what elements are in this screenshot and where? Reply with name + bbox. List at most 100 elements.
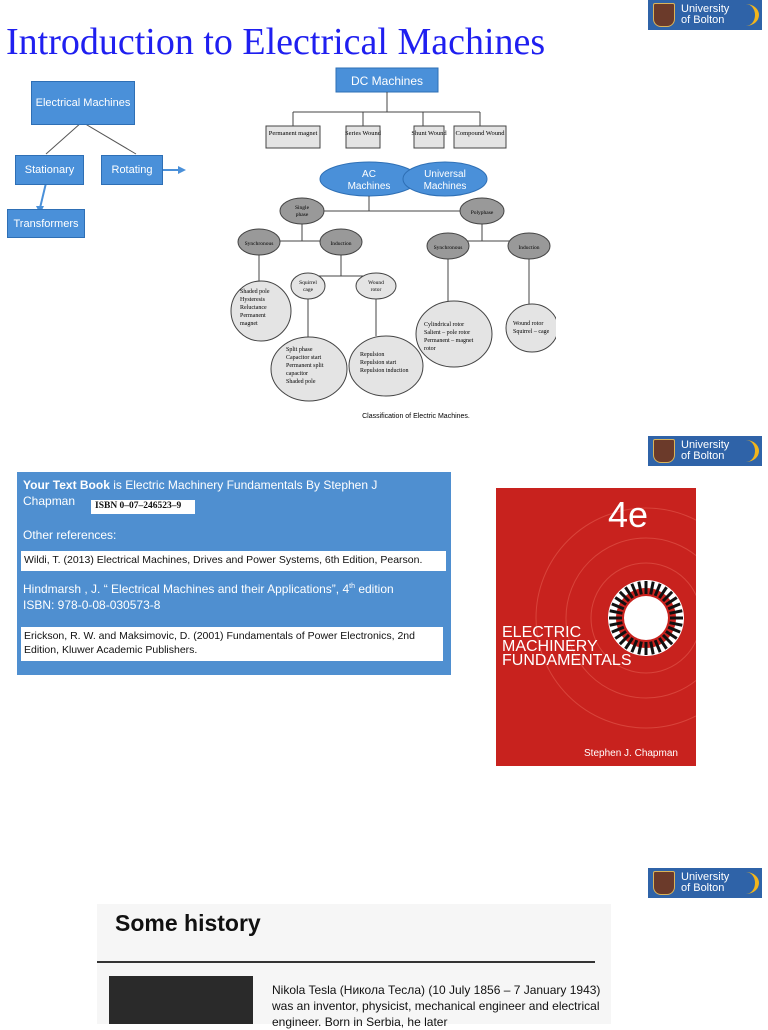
squirrel-item: Capacitor start xyxy=(286,355,321,361)
sync-item: Shaded pole xyxy=(240,289,270,295)
book-title-line3: FUNDAMENTALS xyxy=(502,652,632,669)
poly-ind-item: Squirrel – cage xyxy=(513,329,550,335)
rotor-slot xyxy=(630,583,639,597)
dc-type-series: Series Wound xyxy=(345,130,382,137)
reference-1: Wildi, T. (2013) Electrical Machines, Dr… xyxy=(21,551,446,571)
book-title: ELECTRIC MACHINERY FUNDAMENTALS xyxy=(502,625,632,669)
rotating-box: Rotating xyxy=(101,155,163,185)
reference-3: Erickson, R. W. and Maksimovic, D. (2001… xyxy=(21,627,443,661)
reference-2-isbn: ISBN: 978-0-08-030573-8 xyxy=(23,598,161,612)
repulsion-ellipse xyxy=(348,335,424,397)
rotor-slot xyxy=(609,609,623,615)
textbook-line: Your Text Book is Electric Machinery Fun… xyxy=(23,477,413,509)
transformers-label: Transformers xyxy=(13,217,79,230)
squirrel-item: capacitor xyxy=(286,371,308,377)
diagram-caption: Classification of Electric Machines. xyxy=(362,413,470,420)
dc-type-box xyxy=(453,125,507,149)
title-divider xyxy=(97,961,595,963)
book-cover: 4e ELECTRIC MACHINERY FUNDAMENTALS Steph… xyxy=(496,488,696,766)
wound-label: Wound xyxy=(368,280,384,286)
sync-item: Permanent xyxy=(240,313,266,319)
sync-item: magnet xyxy=(240,321,258,327)
repulsion-item: Repulsion xyxy=(360,352,384,358)
rotor-slot xyxy=(649,641,655,655)
poly-sync-item: Salient – pole rotor xyxy=(424,330,470,336)
single-phase-label-2: phase xyxy=(296,212,309,218)
references-box: Your Text Book is Electric Machinery Fun… xyxy=(17,472,451,675)
swoosh-icon xyxy=(733,872,759,894)
history-text: Nikola Tesla (Никола Тесла) (10 July 185… xyxy=(272,983,601,1029)
rotor-slot xyxy=(624,637,634,650)
book-author: Stephen J. Chapman xyxy=(584,748,678,759)
book-title-line2: MACHINERY xyxy=(502,638,598,655)
dc-box xyxy=(335,67,439,93)
rotor-slot xyxy=(624,586,634,599)
squirrel-ellipse xyxy=(290,272,326,300)
book-cover-art xyxy=(535,507,696,729)
sync-item: Hysteresis xyxy=(240,297,266,303)
transformers-box: Transformers xyxy=(7,209,85,238)
induction-label: Induction xyxy=(330,241,351,247)
poly-sync-list-ellipse xyxy=(415,300,493,368)
squirrel-label-2: cage xyxy=(303,287,314,293)
swoosh-icon xyxy=(733,4,759,26)
crest-icon xyxy=(653,439,675,463)
rotor-slot xyxy=(630,639,639,653)
rotor-slot xyxy=(669,621,683,627)
wound-label-2: rotor xyxy=(371,287,382,293)
poly-sync-item: Cylindrical rotor xyxy=(424,322,464,328)
electrical-machines-label: Electrical Machines xyxy=(35,97,131,109)
poly-ind-item: Wound rotor xyxy=(513,321,543,327)
sync-list-ellipse xyxy=(230,280,292,342)
crest-icon xyxy=(653,3,675,27)
rotor-slot xyxy=(611,602,625,611)
squirrel-label: Squirrel xyxy=(299,280,317,286)
history-slide: Some history Nikola Tesla (Никола Тесла)… xyxy=(97,904,611,1029)
poly-sync-item: Permanent – magnet xyxy=(424,338,474,344)
logo-line1: University xyxy=(681,439,730,451)
reference-2-edition: edition xyxy=(354,582,394,596)
poly-ind-list-ellipse xyxy=(505,303,556,353)
other-refs-label: Other references: xyxy=(23,528,117,542)
logo-line2: of Bolton xyxy=(681,450,725,462)
rotor-slot xyxy=(614,596,627,606)
squirrel-item: Shaded pole xyxy=(286,379,316,385)
rotor-slot xyxy=(667,625,681,634)
single-phase-ellipse xyxy=(279,197,325,225)
classification-diagram: DC Machines Permanent magnet Series Woun… xyxy=(230,67,556,420)
ac-label-2: Machines xyxy=(348,181,391,192)
poly-induction-label: Induction xyxy=(518,245,539,251)
rotor-slot xyxy=(609,621,623,627)
rotor-slot xyxy=(658,637,668,650)
rotor-slot xyxy=(667,602,681,611)
sync-item: Reluctance xyxy=(240,305,267,311)
repulsion-item: Repulsion induction xyxy=(360,368,409,374)
tesla-photo xyxy=(109,976,253,1024)
squirrel-item: Split phase xyxy=(286,347,313,353)
universal-ellipse xyxy=(402,161,488,197)
sync-label: Synchronous xyxy=(245,241,274,247)
squirrel-list-ellipse xyxy=(270,336,348,402)
rotor-slot xyxy=(653,639,662,653)
reference-2-sup: th xyxy=(349,583,355,590)
polyphase-label: Polyphase xyxy=(471,210,494,216)
rotor-slot xyxy=(637,581,643,595)
ac-label: AC xyxy=(362,169,376,180)
universal-label: Universal xyxy=(424,169,466,180)
dc-label: DC Machines xyxy=(351,74,423,88)
logo-line2: of Bolton xyxy=(681,14,725,26)
repulsion-item: Repulsion start xyxy=(360,360,396,366)
dc-type-box xyxy=(413,125,445,149)
rotor-slot xyxy=(658,586,668,599)
history-title: Some history xyxy=(115,910,261,936)
universal-label-2: Machines xyxy=(424,181,467,192)
rotor-slot xyxy=(649,581,655,595)
stationary-label: Stationary xyxy=(24,164,75,176)
rotor-slot xyxy=(661,590,674,603)
crest-icon xyxy=(653,871,675,895)
isbn-box: ISBN 0–07–246523–9 xyxy=(91,500,195,514)
dc-type-permanent: Permanent magnet xyxy=(269,130,318,137)
logo-line2: of Bolton xyxy=(681,882,725,894)
